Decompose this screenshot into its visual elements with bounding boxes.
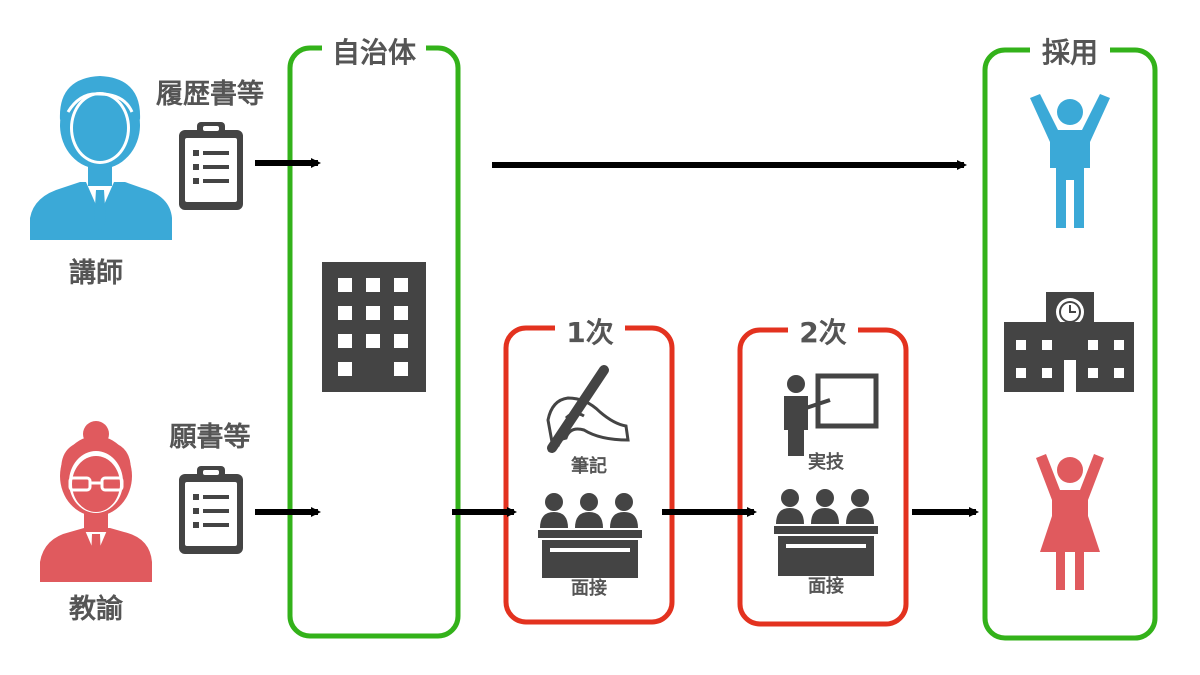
office-building-icon: [322, 262, 426, 392]
second-round-interview-label: 面接: [808, 575, 844, 597]
municipality-title: 自治体: [332, 36, 417, 69]
school-clock-icon: [1004, 292, 1134, 392]
pen-writing-icon: [546, 365, 630, 453]
person-arms-up-icon: [1030, 94, 1110, 228]
interview-panel-icon: [774, 489, 878, 576]
interview-panel-icon: [538, 493, 642, 578]
clipboard-icon: [179, 466, 243, 554]
first-round-interview-label: 面接: [571, 577, 607, 599]
lecturer-label: 講師: [69, 257, 123, 289]
hiring-title: 採用: [1042, 36, 1098, 69]
woman-glasses-icon: [40, 421, 152, 582]
second-round-title: 2次: [799, 316, 846, 349]
presentation-board-icon: [784, 373, 879, 456]
second-round-practical-label: 実技: [808, 451, 845, 473]
person-tie-icon: [30, 76, 172, 240]
clipboard-icon: [179, 122, 243, 210]
teacher-label: 教諭: [69, 593, 124, 625]
teacher-document-label: 願書等: [170, 421, 251, 453]
first-round-written-label: 筆記: [571, 455, 607, 477]
woman-arms-up-icon: [1036, 454, 1104, 590]
first-round-title: 1次: [566, 316, 613, 349]
lecturer-document-label: 履歴書等: [156, 78, 264, 110]
